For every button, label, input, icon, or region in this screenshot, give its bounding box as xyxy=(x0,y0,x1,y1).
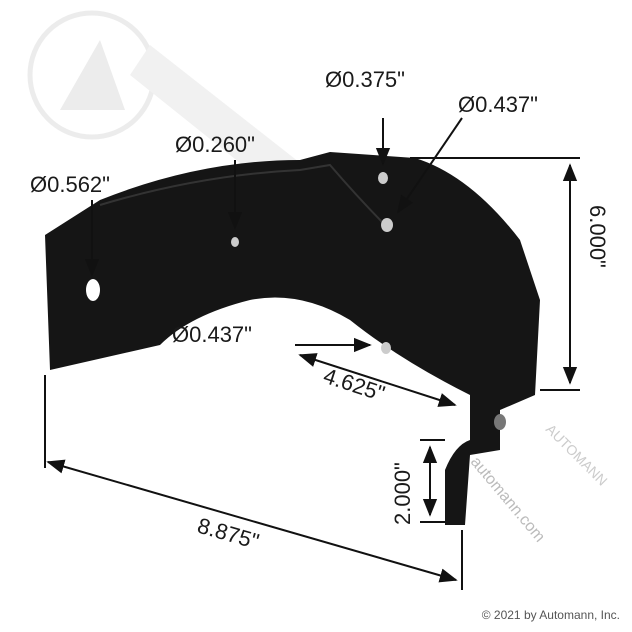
label-overall-length: 8.875" xyxy=(195,513,262,554)
label-hole-top-small: Ø0.375" xyxy=(325,67,405,92)
watermark-url: automann.com xyxy=(467,454,548,546)
label-hole-left: Ø0.562" xyxy=(30,172,110,197)
label-height: 6.000" xyxy=(585,205,610,268)
label-hole-bottom: Ø0.437" xyxy=(172,322,252,347)
bracket-part xyxy=(45,152,540,525)
hole-bottom xyxy=(381,342,391,354)
label-flange-height: 2.000" xyxy=(390,462,415,525)
hole-top-large xyxy=(381,218,393,232)
label-hole-top-large: Ø0.437" xyxy=(458,92,538,117)
hole-left xyxy=(86,279,100,301)
label-inner-width: 4.625" xyxy=(320,363,388,406)
label-hole-middle: Ø0.260" xyxy=(175,132,255,157)
hole-flange xyxy=(494,414,506,430)
hole-middle xyxy=(231,237,239,247)
dimension-lines xyxy=(44,117,580,590)
copyright-notice: © 2021 by Automann, Inc. xyxy=(481,608,620,622)
hole-top-small xyxy=(378,172,388,184)
watermark-brand: AUTOMANN xyxy=(543,421,611,489)
